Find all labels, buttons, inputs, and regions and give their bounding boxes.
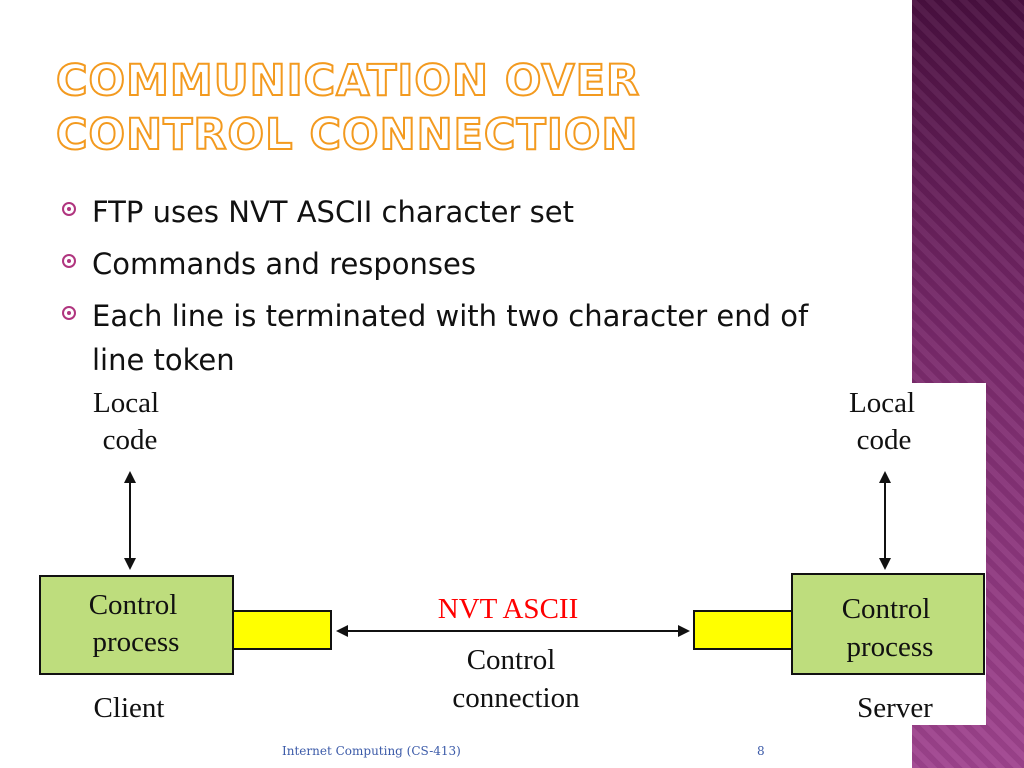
client-local-code-label-line1: Local <box>93 387 159 419</box>
bullet-item: Each line is terminated with two charact… <box>62 294 852 382</box>
server-label: Server <box>857 692 933 724</box>
bullet-text: FTP uses NVT ASCII character set <box>92 195 574 229</box>
bullet-item: FTP uses NVT ASCII character set <box>62 190 852 234</box>
bullet-list: FTP uses NVT ASCII character set Command… <box>62 190 852 390</box>
client-label: Client <box>94 692 165 724</box>
bullet-text: Commands and responses <box>92 247 476 281</box>
bullet-text: Each line is terminated with two charact… <box>92 299 809 377</box>
page-number: 8 <box>757 744 765 758</box>
slide-title: Communication over Control Connection <box>55 55 641 161</box>
bullet-icon <box>62 306 76 320</box>
client-local-code-label-line2: code <box>103 424 158 456</box>
server-control-process-label-line2: process <box>847 631 934 663</box>
bullet-icon <box>62 254 76 268</box>
nvt-ascii-label: NVT ASCII <box>438 593 578 625</box>
server-connector <box>693 610 793 650</box>
server-local-code-label-line2: code <box>857 424 912 456</box>
control-connection-label-line1: Control <box>467 644 556 676</box>
client-control-process-label-line2: process <box>93 626 180 658</box>
footer-course: Internet Computing (CS-413) <box>282 744 461 758</box>
server-local-code-label-line1: Local <box>849 387 915 419</box>
bullet-icon <box>62 202 76 216</box>
client-control-process-label-line1: Control <box>89 589 178 621</box>
server-control-process-label-line1: Control <box>842 593 931 625</box>
bullet-item: Commands and responses <box>62 242 852 286</box>
server-control-process-box <box>791 573 985 675</box>
control-connection-label-line2: connection <box>452 682 580 714</box>
client-connector <box>232 610 332 650</box>
